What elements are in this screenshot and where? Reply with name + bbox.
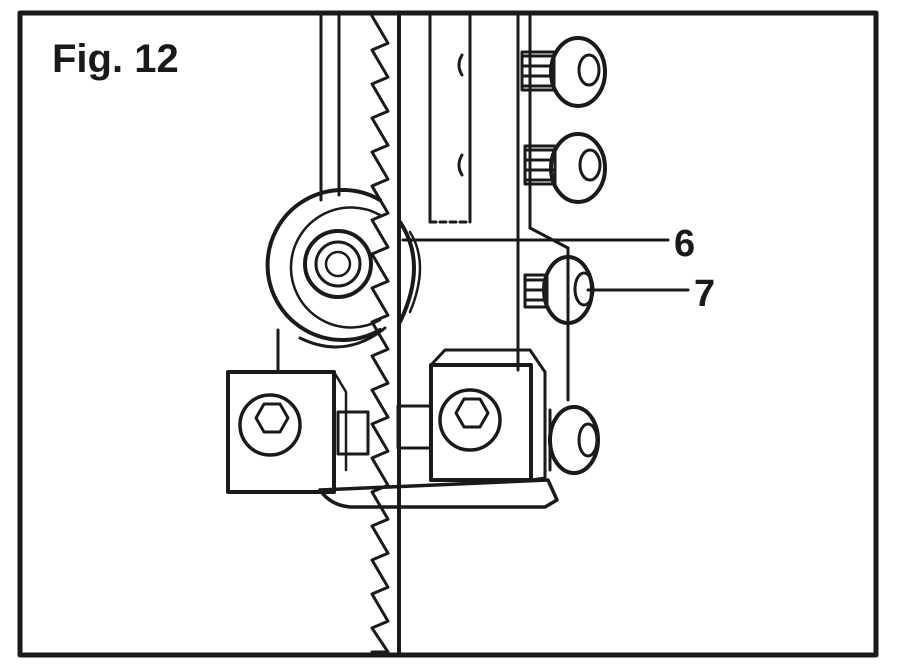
callout-label-7: 7 xyxy=(694,273,715,315)
socket-screw-bottom xyxy=(548,405,600,475)
saw-blade-teeth xyxy=(370,14,390,654)
left-guide-block xyxy=(226,370,370,494)
guide-base-plate xyxy=(318,478,559,509)
socket-screw-middle xyxy=(523,132,607,204)
callout-label-6: 6 xyxy=(674,223,695,265)
housing-ticks xyxy=(457,53,464,177)
right-guide-block xyxy=(396,348,547,482)
figure-border xyxy=(17,10,879,658)
socket-screw-7 xyxy=(523,255,595,325)
socket-screw-top xyxy=(520,36,607,108)
figure-title: Fig. 12 xyxy=(52,37,179,81)
guide-wheel xyxy=(265,188,422,374)
